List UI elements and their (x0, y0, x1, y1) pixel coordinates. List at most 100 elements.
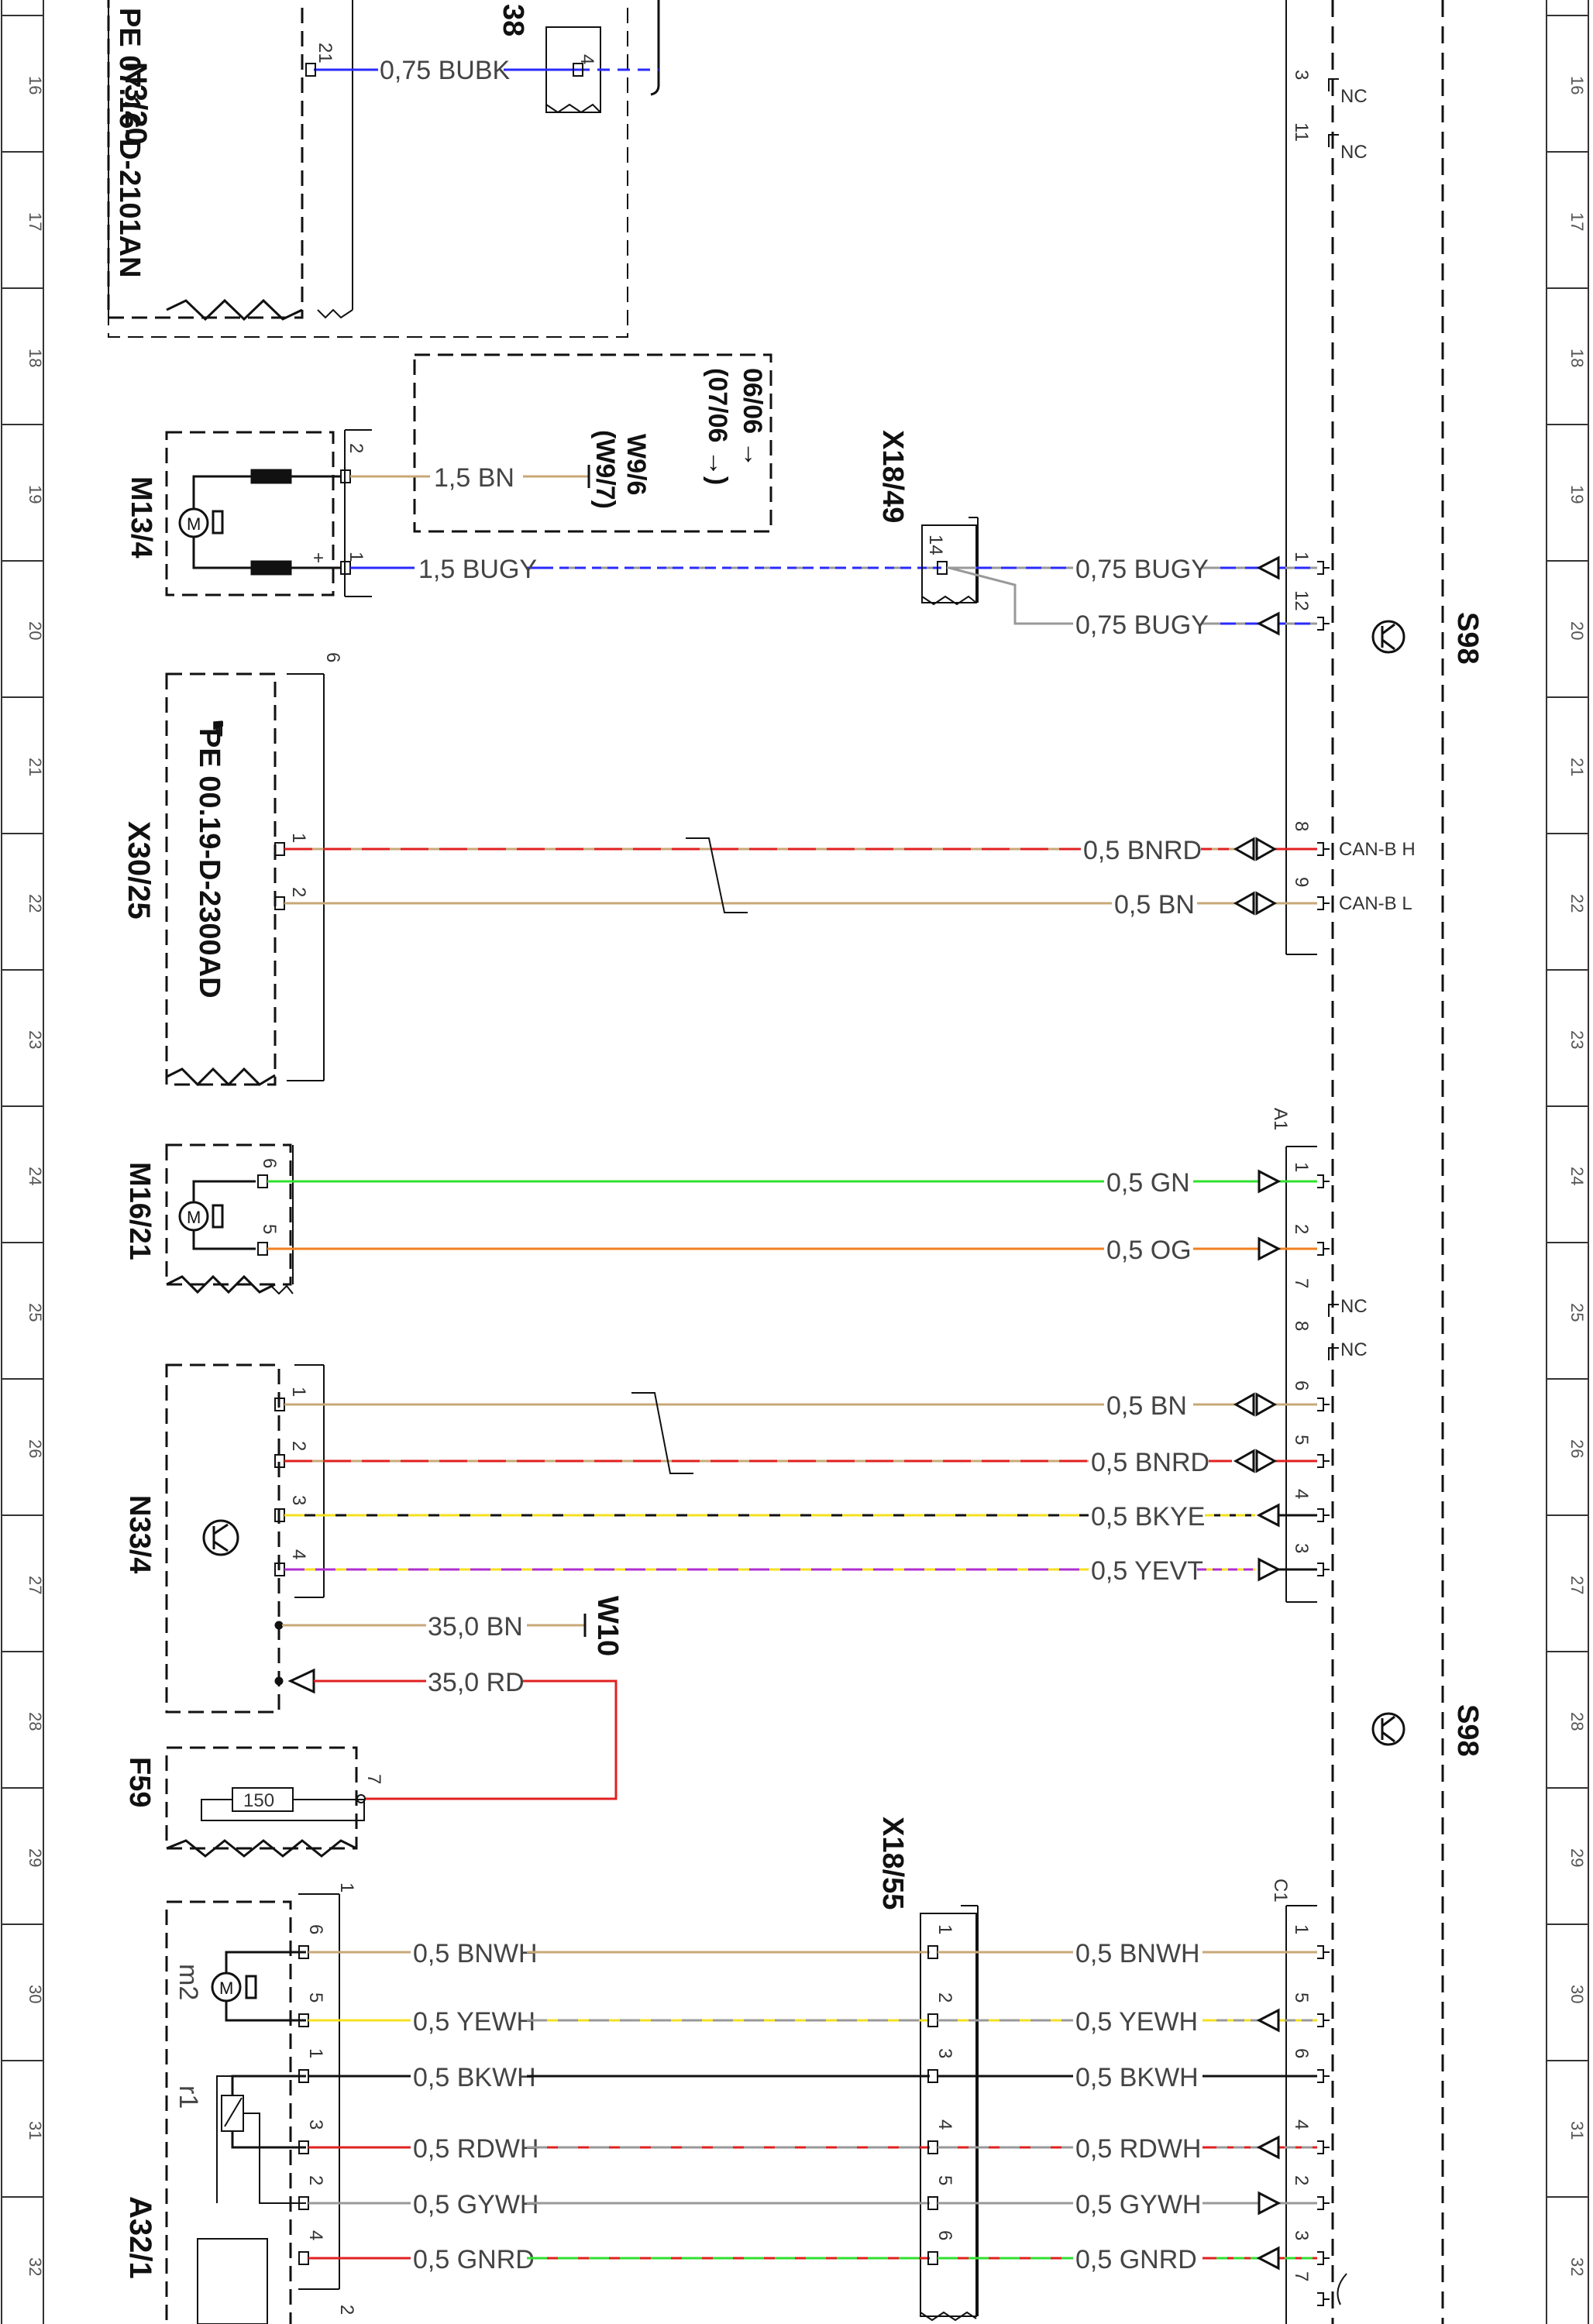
wire-rd35 (274, 1668, 618, 1800)
pin-number: 1 (1291, 1924, 1312, 1934)
x18-49-connector (921, 517, 979, 606)
svg-text:(W9/7): (W9/7) (590, 430, 620, 509)
svg-text:0,5 BNRD: 0,5 BNRD (1083, 836, 1202, 865)
svg-text:1: 1 (1291, 552, 1312, 562)
svg-text:1: 1 (336, 1882, 357, 1893)
wire-label: 0,5 BKWH (1075, 2063, 1199, 2092)
svg-text:X18/49: X18/49 (876, 430, 909, 523)
pin-number: 4 (305, 2230, 326, 2240)
svg-text:5: 5 (259, 1224, 280, 1234)
wire-w10-bn (274, 1614, 587, 1637)
arrow-icon (1255, 1449, 1278, 1473)
svg-text:2: 2 (1291, 1224, 1312, 1234)
pin-number: 4 (934, 2119, 955, 2130)
grid-label: 28 (1567, 1712, 1587, 1731)
grid-label: 29 (26, 1848, 45, 1867)
svg-text:11: 11 (1291, 122, 1312, 142)
pin-number: 6 (1291, 2048, 1312, 2058)
wire-m13-bugy (340, 561, 941, 575)
grid-label: 26 (26, 1439, 45, 1458)
svg-text:150: 150 (243, 1790, 274, 1811)
svg-text:M13/4: M13/4 (125, 476, 157, 559)
svg-text:35,0 BN: 35,0 BN (428, 1612, 523, 1642)
pin-terminal (1317, 1397, 1324, 1411)
pin-terminal (1317, 2292, 1324, 2306)
grid-label: 32 (1567, 2257, 1587, 2276)
svg-text:1: 1 (346, 552, 366, 562)
svg-text:r1: r1 (174, 2085, 203, 2109)
pin-terminal (1317, 1242, 1324, 1256)
wire-can-h (274, 842, 1317, 856)
pin-number: 4 (1291, 2119, 1312, 2130)
a32-1-module (165, 1893, 340, 2324)
pin-terminal (1317, 842, 1324, 856)
wire-label: 0,5 YEWH (413, 2007, 535, 2037)
wire-m13-bn (340, 465, 590, 488)
svg-text:F59: F59 (123, 1757, 156, 1807)
pin-terminal (1317, 2196, 1324, 2210)
motor-icon: M (187, 514, 201, 534)
arrow-icon (1255, 837, 1278, 861)
svg-text:6: 6 (1291, 1380, 1312, 1391)
grid-label: 28 (26, 1712, 45, 1731)
svg-text:4: 4 (576, 54, 597, 64)
wire-n33-bn (274, 1397, 1317, 1411)
arrow-icon (1255, 1392, 1278, 1417)
svg-text:6: 6 (259, 1158, 280, 1168)
arrow-icon (1256, 611, 1280, 636)
grid-label: 27 (1567, 1576, 1587, 1594)
motor-icon: M (219, 1978, 233, 1998)
grid-label: 19 (1567, 485, 1587, 504)
grid-label: 27 (26, 1576, 45, 1594)
grid-label: 31 (26, 2121, 45, 2140)
w9-box (413, 353, 772, 533)
arrow-icon (1256, 1503, 1280, 1528)
svg-text:7: 7 (363, 1774, 384, 1784)
s98-label: S98 (1451, 612, 1484, 665)
grid-label: 24 (26, 1167, 45, 1185)
transistor-icon (1371, 1712, 1405, 1746)
arrow-icon (1258, 1169, 1282, 1194)
grid-label: 20 (1567, 621, 1587, 640)
pin-number: 2 (1291, 2175, 1312, 2185)
svg-text:(07/06 →): (07/06 →) (703, 368, 732, 485)
arrow-icon (1258, 1236, 1282, 1261)
arrow-icon (1255, 891, 1278, 916)
svg-text:CAN-B H: CAN-B H (1339, 839, 1416, 860)
pin-number: 5 (305, 1992, 326, 2003)
grid-label: 16 (1567, 76, 1587, 95)
svg-text:2: 2 (336, 2305, 357, 2315)
wire-label: 0,75 BUBK (380, 56, 511, 85)
wire-label: 0,5 BKWH (413, 2063, 536, 2092)
nc-pin (1328, 78, 1339, 147)
grid-label: 25 (26, 1303, 45, 1322)
grid-label: 17 (1567, 212, 1587, 231)
svg-text:21: 21 (315, 43, 335, 64)
pin-terminal (1317, 896, 1324, 910)
wire-label: 0,5 GYWH (413, 2190, 538, 2219)
pin-terminal (1317, 2140, 1324, 2154)
grid-label: 30 (1567, 1985, 1587, 2003)
pin-terminal (1317, 1945, 1324, 1959)
wire-label: 0,5 RDWH (1075, 2134, 1201, 2164)
svg-text:1: 1 (288, 833, 309, 843)
wire-bubk (305, 63, 659, 77)
pin-terminal (1317, 617, 1324, 631)
grid-label: 31 (1567, 2121, 1587, 2140)
twist-icon (631, 1392, 693, 1474)
grid-label: 22 (1567, 894, 1587, 913)
grid-label: 19 (26, 485, 45, 504)
svg-text:2: 2 (288, 887, 309, 897)
svg-text:2: 2 (346, 443, 366, 453)
wire-og (257, 1242, 1317, 1256)
svg-text:0,5 BNRD: 0,5 BNRD (1091, 1448, 1209, 1477)
svg-text:1,5 BN: 1,5 BN (434, 463, 514, 493)
svg-text:X30/25: X30/25 (122, 821, 156, 920)
svg-text:0,5 YEVT: 0,5 YEVT (1091, 1556, 1203, 1586)
svg-text:1: 1 (288, 1387, 309, 1397)
wire-label: 0,5 GYWH (1075, 2190, 1201, 2219)
